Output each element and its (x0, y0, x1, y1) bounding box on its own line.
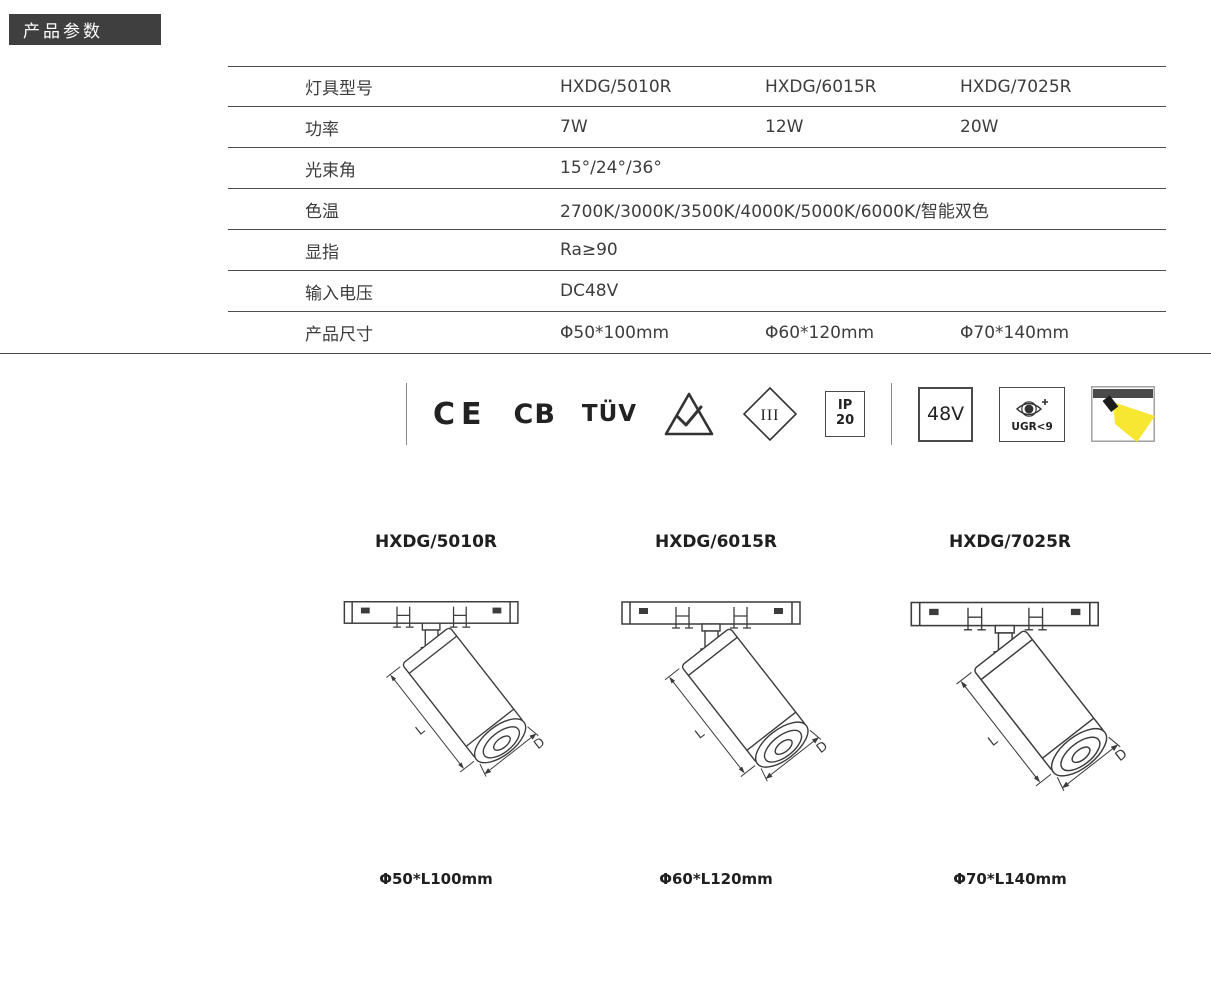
certification-row: CE CB TÜV III IP 20 48V UGR<9 (406, 380, 1156, 448)
spec-label: 输入电压 (305, 283, 373, 304)
ip20-badge: IP 20 (825, 391, 866, 437)
section-badge-label: 产品参数 (23, 22, 103, 42)
spec-value: Φ50*100mm (560, 322, 670, 343)
spotlight-photometric-icon (1091, 386, 1156, 442)
product-drawing (621, 601, 832, 792)
product-card: HXDG/7025R Φ70*L140mm (884, 532, 1136, 888)
spec-label: 灯具型号 (305, 79, 373, 99)
divider (406, 383, 407, 445)
spec-label: 光束角 (305, 160, 356, 181)
spec-row-voltage: 输入电压 DC48V (228, 271, 1166, 312)
spec-row-cct: 色温 2700K/3000K/3500K/4000K/5000K/6000K/智… (228, 189, 1166, 230)
voltage-label: 48V (927, 403, 965, 425)
product-size: Φ60*L120mm (659, 870, 773, 888)
rcm-check-triangle-icon (664, 392, 714, 436)
ip-label: IP (837, 398, 853, 414)
spec-row-model: 灯具型号 HXDG/5010R HXDG/6015R HXDG/7025R (228, 66, 1166, 107)
product-card: HXDG/5010R Φ50*L100mm (320, 532, 552, 888)
product-size: Φ70*L140mm (953, 870, 1067, 888)
spec-value: Φ60*120mm (765, 322, 875, 343)
ce-mark: CE (433, 396, 488, 432)
voltage-badge: 48V (918, 386, 974, 442)
product-title: HXDG/5010R (374, 532, 497, 552)
spec-value: HXDG/7025R (960, 76, 1072, 97)
spec-label: 色温 (305, 201, 339, 222)
class-iii-diamond-icon: III (742, 386, 798, 442)
divider (891, 383, 893, 445)
table-bottom-rule (0, 353, 1211, 354)
spec-row-cri: 显指 Ra≥90 (228, 230, 1166, 271)
eye-icon (1015, 398, 1049, 417)
spec-value: 15°/24°/36° (560, 158, 662, 178)
spec-value: HXDG/6015R (765, 76, 877, 97)
ugr-label: UGR<9 (1011, 420, 1053, 433)
spec-label: 显指 (305, 242, 339, 263)
spec-row-power: 功率 7W 12W 20W (228, 107, 1166, 148)
spec-value: 20W (960, 117, 999, 137)
spec-value: HXDG/5010R (560, 76, 672, 97)
spec-label: 产品尺寸 (305, 325, 373, 345)
spec-row-beam-angle: 光束角 15°/24°/36° (228, 148, 1166, 189)
product-size: Φ50*L100mm (379, 870, 493, 888)
spec-value: 2700K/3000K/3500K/4000K/5000K/6000K/智能双色 (560, 201, 989, 222)
product-drawing (343, 601, 549, 787)
ugr-badge: UGR<9 (999, 386, 1066, 442)
class-iii-label: III (761, 407, 780, 424)
section-badge: 产品参数 (9, 14, 161, 45)
product-title: HXDG/7025R (948, 532, 1071, 552)
spec-value: Ra≥90 (560, 240, 618, 260)
tuv-mark: TÜV (581, 401, 638, 427)
spec-value: DC48V (560, 281, 619, 301)
product-title: HXDG/6015R (654, 532, 777, 552)
spec-value: 12W (765, 117, 804, 137)
product-card: HXDG/6015R Φ60*L120mm (598, 532, 834, 888)
spec-row-size: 产品尺寸 Φ50*100mm Φ60*120mm Φ70*140mm (228, 312, 1166, 353)
spec-label: 功率 (305, 119, 339, 140)
spec-value: 7W (560, 117, 588, 137)
ip-rating: 20 (836, 413, 855, 428)
cb-mark: CB (513, 398, 556, 430)
spec-table: 灯具型号 HXDG/5010R HXDG/6015R HXDG/7025R 功率… (228, 66, 1166, 353)
product-drawing (910, 601, 1132, 802)
spec-value: Φ70*140mm (960, 322, 1070, 343)
